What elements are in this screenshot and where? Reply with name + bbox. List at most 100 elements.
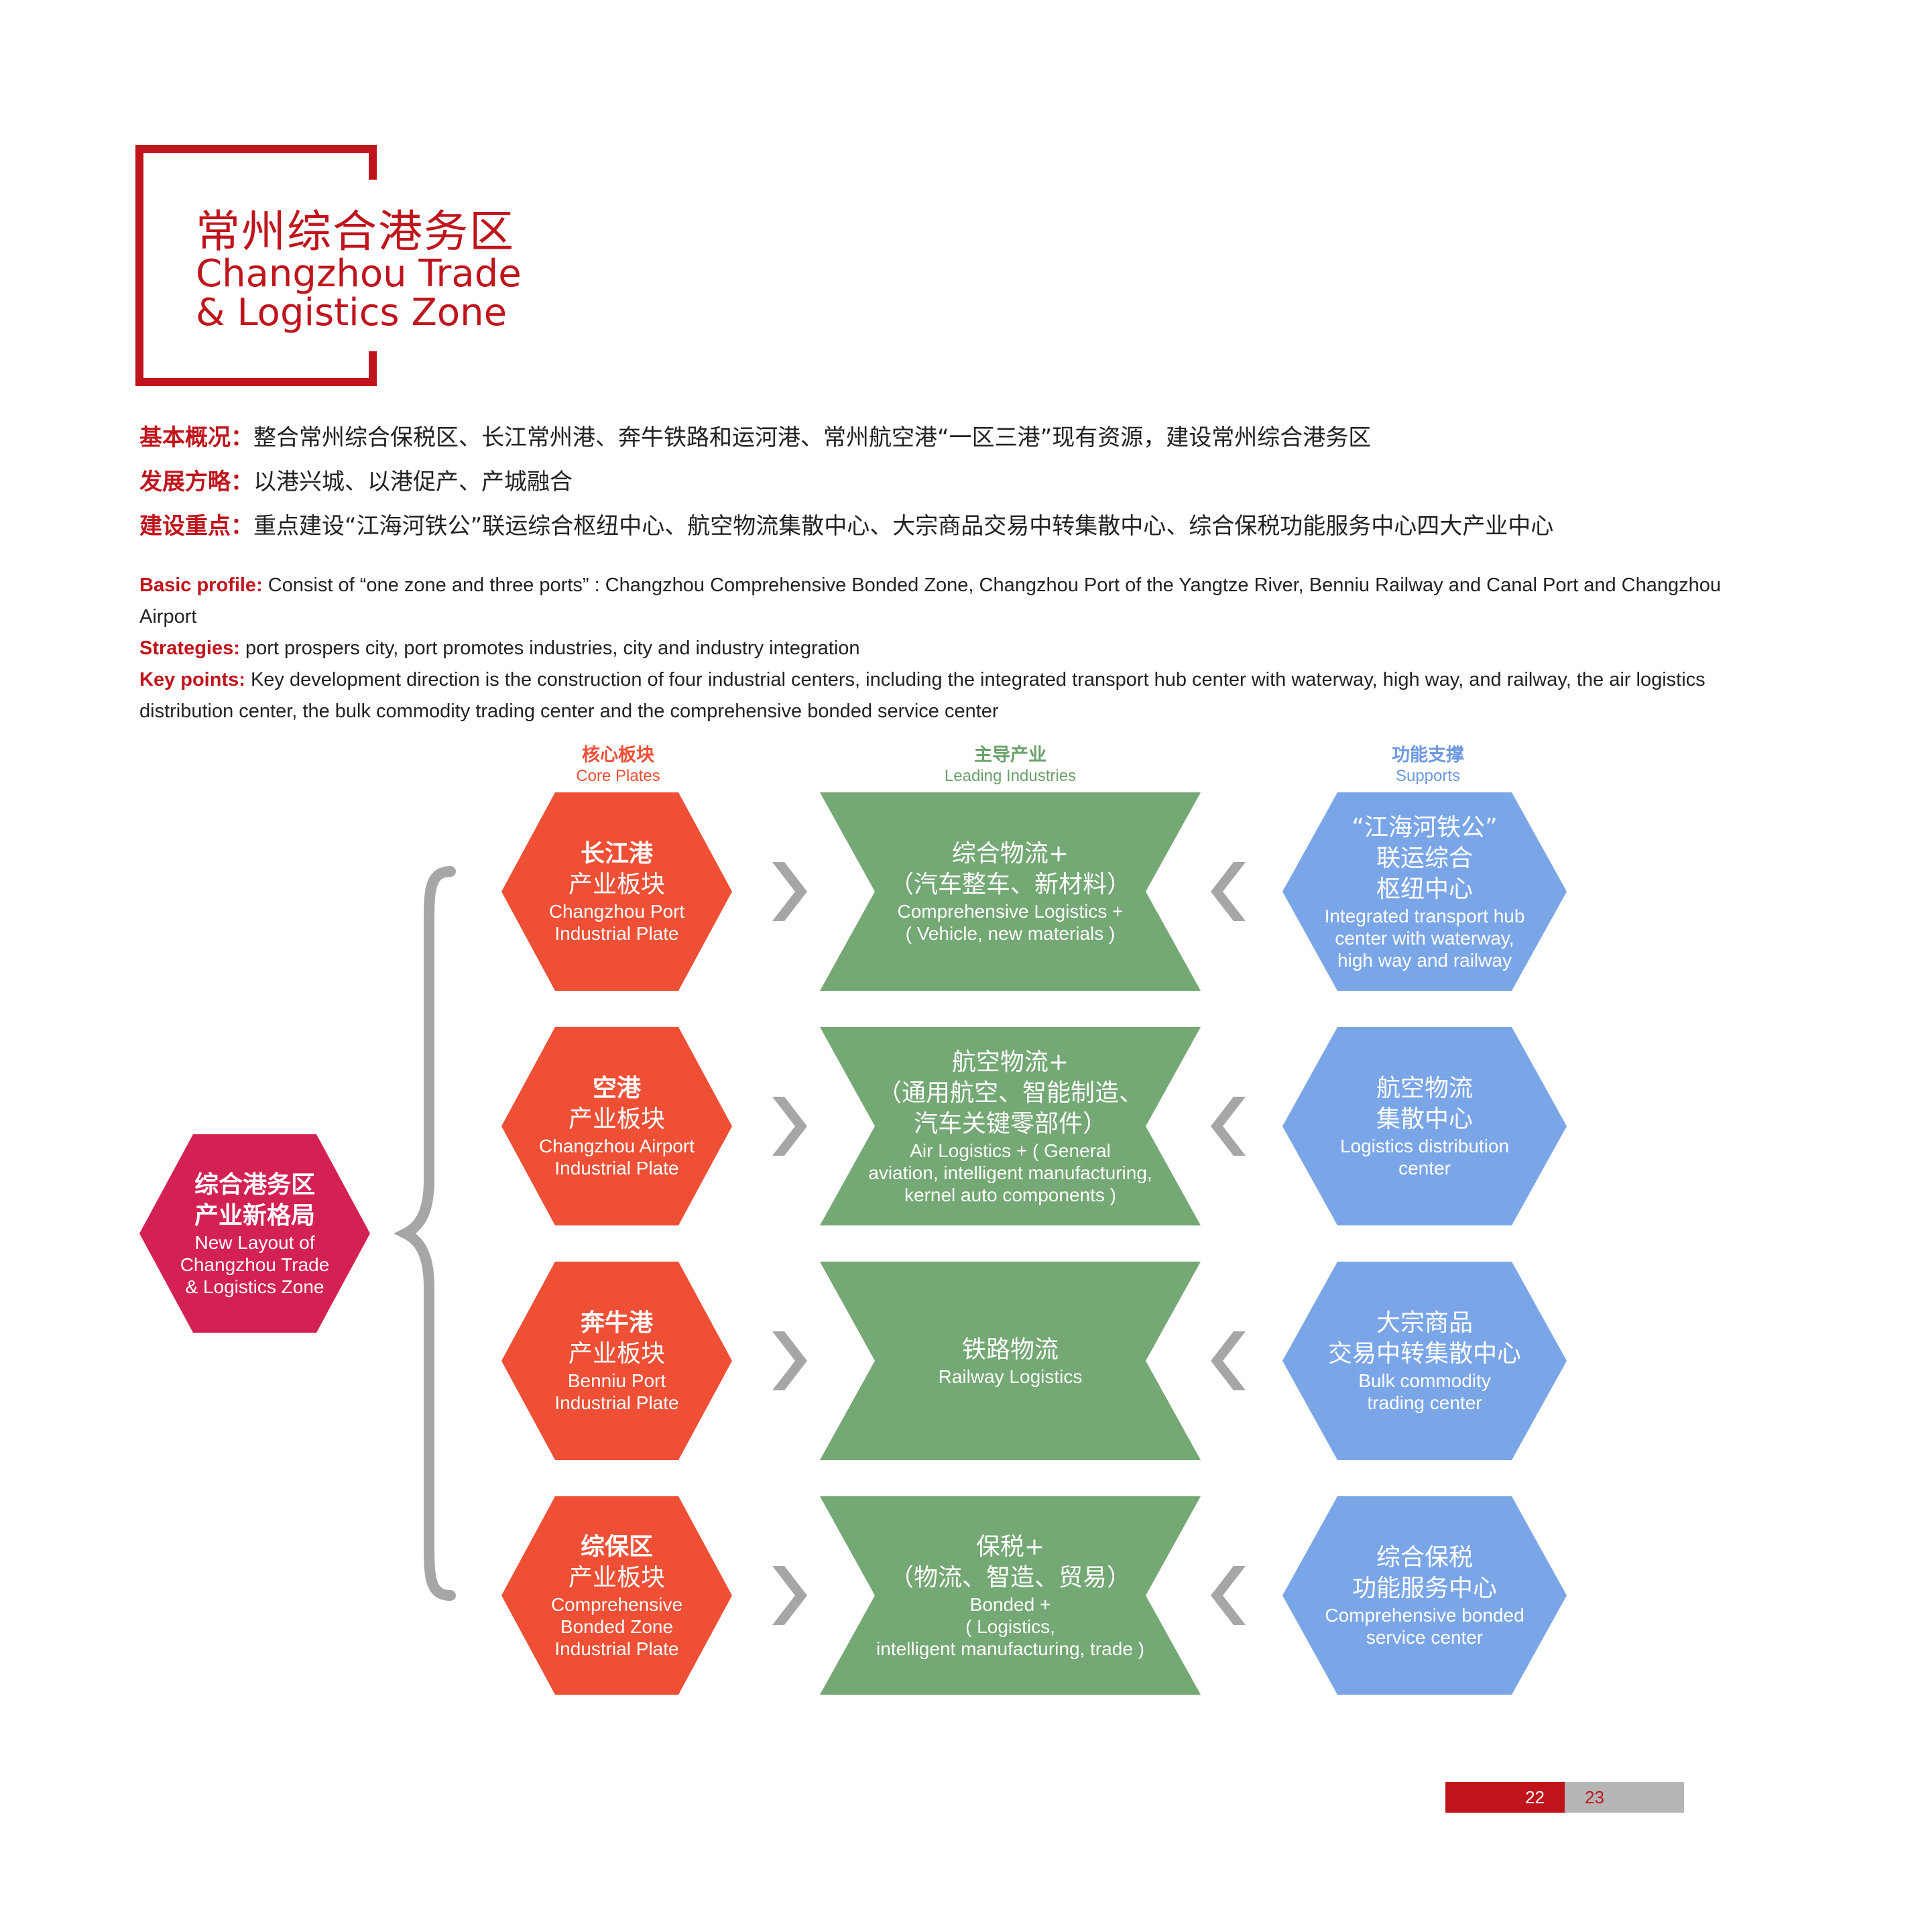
leading-industry-cn-line: 汽车关键零部件） — [913, 1109, 1107, 1138]
core-plate-en-line: Industrial Plate — [554, 1638, 679, 1659]
grouping-brace — [394, 866, 456, 1601]
hub-en-line1: New Layout of — [194, 1231, 315, 1253]
intro-cn-text: 重点建设“江海河铁公”联运综合枢纽中心、航空物流集散中心、大宗商品交易中转集散中… — [253, 513, 1554, 540]
support-en-line: Integrated transport hub — [1324, 905, 1525, 926]
support-cn-line: 航空物流 — [1376, 1075, 1473, 1102]
right-chevron-icon — [772, 1566, 807, 1625]
column-header-core: 核心板块 Core Plates — [451, 744, 786, 786]
support-en-line: Comprehensive bonded — [1325, 1605, 1524, 1626]
core-plate-en-line: Changzhou Airport — [539, 1136, 695, 1156]
support-cn-line: 大宗商品 — [1376, 1309, 1473, 1337]
leading-industry-en-line: ( Logistics, — [965, 1616, 1055, 1637]
support-en-line: center with waterway, — [1335, 927, 1514, 949]
core-plate-hexagon — [501, 792, 732, 991]
left-chevron-icon — [1211, 1331, 1246, 1390]
support-en-line: center — [1398, 1158, 1451, 1179]
leading-industry-cn-line: （物流、智造、贸易） — [889, 1563, 1131, 1591]
right-chevron-icon — [772, 1097, 807, 1156]
hub-title-line2: 产业新格局 — [194, 1201, 315, 1229]
leading-industry-cn-line: 航空物流+ — [951, 1048, 1069, 1076]
title-english: Changzhou Trade & Logistics Zone — [196, 255, 522, 333]
support-hexagon — [1282, 1496, 1567, 1695]
column-header-supports-cn: 功能支撑 — [1392, 745, 1464, 766]
core-plate-name: 空港 — [592, 1075, 641, 1102]
leading-industry-en-line: Bonded + — [969, 1593, 1051, 1615]
intro-cn-strategy: 发展方略：以港兴城、以港促产、产城融合 — [139, 467, 1775, 497]
column-header-supports: 功能支撑 Supports — [1260, 744, 1596, 786]
title-chinese: 常州综合港务区 — [196, 206, 515, 257]
leading-industry-en-line: ( Vehicle, new materials ) — [905, 923, 1116, 944]
support-en-line: trading center — [1367, 1392, 1482, 1413]
intro-en-text: Consist of “one zone and three ports” : … — [139, 575, 1722, 627]
core-plate-en-line: Changzhou Port — [548, 901, 685, 922]
leading-industry-label: 综合物流+ （汽车整车、新材料） Comprehensive Logistics +… — [853, 839, 1168, 945]
left-chevron-icon — [1211, 1097, 1246, 1156]
leading-industry-shape — [820, 792, 1201, 991]
support-cn-line: 功能服务中心 — [1352, 1575, 1497, 1602]
support-hexagon — [1282, 792, 1567, 991]
support-cn-line: 集散中心 — [1376, 1105, 1473, 1133]
leading-industry-label: 航空物流+ （通用航空、智能制造、汽车关键零部件）Air Logistics + … — [853, 1047, 1168, 1206]
support-en-line: Logistics distribution — [1339, 1136, 1510, 1156]
core-plate-name: 长江港 — [580, 840, 653, 867]
leading-industry-en-line: Comprehensive Logistics + — [897, 901, 1124, 922]
hub-title-line1: 综合港务区 — [194, 1170, 315, 1199]
support-hexagon — [1282, 1262, 1567, 1460]
intro-en-keypoints: Key points: Key development direction is… — [139, 664, 1775, 727]
title-english-line1: Changzhou Trade — [196, 252, 522, 296]
core-plate-name: 综保区 — [580, 1532, 653, 1561]
intro-cn-text: 整合常州综合保税区、长江常州港、奔牛铁路和运河港、常州航空港“一区三港”现有资源… — [253, 424, 1372, 451]
intro-en-text: Key development direction is the constru… — [139, 669, 1705, 722]
title-frame — [135, 145, 377, 386]
support-cn-line: 综合保税 — [1376, 1544, 1473, 1571]
support-cn-line: 交易中转集散中心 — [1327, 1340, 1521, 1368]
leading-industry-en-line: Air Logistics + ( General — [910, 1140, 1111, 1161]
intro-cn-text: 以港兴城、以港促产、产城融合 — [253, 469, 573, 495]
leading-industry-en-line: intelligent manufacturing, trade ) — [876, 1638, 1144, 1659]
leading-industry-cn-line: （通用航空、智能制造、 — [877, 1079, 1143, 1107]
column-header-supports-en: Supports — [1395, 767, 1461, 785]
core-plate-en-line: Industrial Plate — [554, 1158, 679, 1179]
leading-industry-cn-line: （汽车整车、新材料） — [889, 871, 1131, 898]
core-plate-subtitle: 产业板块 — [568, 1105, 665, 1133]
intro-cn-keypoints: 建设重点：重点建设“江海河铁公”联运综合枢纽中心、航空物流集散中心、大宗商品交易… — [139, 511, 1775, 542]
left-chevron-icon — [1211, 862, 1246, 921]
intro-english: Basic profile: Consist of “one zone and … — [139, 570, 1775, 727]
leading-industry-cn-line: 综合物流+ — [951, 840, 1069, 867]
leading-industry-en-line: kernel auto components ) — [904, 1184, 1116, 1205]
support-en-line: service center — [1366, 1627, 1484, 1648]
leading-industry-shape — [820, 1262, 1201, 1460]
column-header-leading-cn: 主导产业 — [974, 745, 1046, 766]
support-hexagon — [1282, 1027, 1567, 1225]
core-plate-en-line: Bonded Zone — [560, 1616, 674, 1637]
core-plate-subtitle: 产业板块 — [568, 1340, 665, 1368]
intro-cn-label: 基本概况： — [139, 424, 253, 451]
leading-industry-label: 保税+（物流、智造、贸易）Bonded +( Logistics,intelli… — [853, 1532, 1168, 1660]
intro-en-strategy: Strategies: port prospers city, port pro… — [139, 633, 1775, 664]
intro-cn-label: 建设重点： — [139, 513, 253, 540]
column-header-core-cn: 核心板块 — [582, 745, 654, 766]
intro-chinese: 基本概况：整合常州综合保税区、长江常州港、奔牛铁路和运河港、常州航空港“一区三港… — [139, 422, 1775, 555]
core-plate-en-line: Industrial Plate — [554, 1392, 679, 1413]
support-cn-line: “江海河铁公” — [1352, 813, 1498, 841]
column-header-leading-en: Leading Industries — [944, 767, 1077, 785]
page-number-right: 23 — [1565, 1782, 1684, 1813]
core-plate-hexagon — [501, 1262, 732, 1460]
intro-cn-basic: 基本概况：整合常州综合保税区、长江常州港、奔牛铁路和运河港、常州航空港“一区三港… — [139, 422, 1775, 453]
leading-industry-en-line: aviation, intelligent manufacturing, — [868, 1162, 1152, 1183]
core-plate-en-line: Benniu Port — [567, 1370, 666, 1391]
right-chevron-icon — [772, 1331, 807, 1390]
intro-cn-label: 发展方略： — [139, 469, 253, 495]
column-header-leading: 主导产业 Leading Industries — [843, 744, 1178, 786]
right-chevron-icon — [772, 862, 807, 921]
hub-en-line3: & Logistics Zone — [185, 1276, 324, 1297]
intro-en-label: Strategies: — [139, 638, 240, 659]
core-plate-subtitle: 产业板块 — [568, 1563, 665, 1591]
leading-industry-shape — [820, 1027, 1201, 1225]
